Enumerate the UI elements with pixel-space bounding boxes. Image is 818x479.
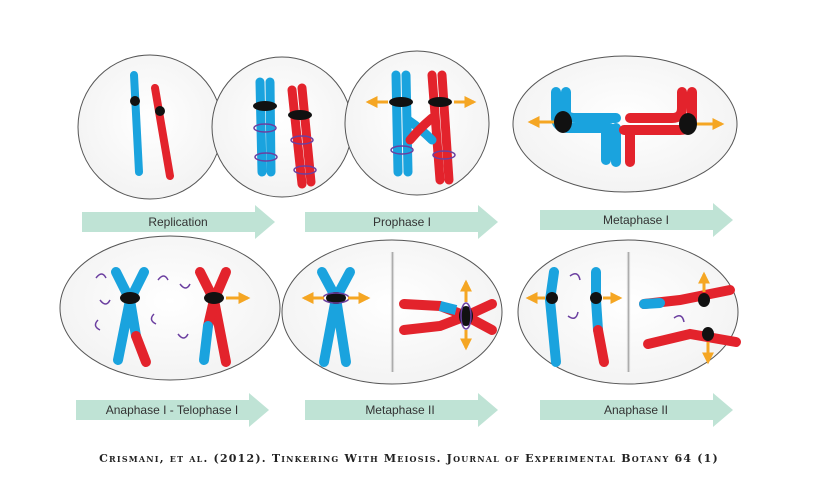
released-cohesin [95,273,107,279]
stage-label: Prophase I [373,215,431,229]
released-cohesin [99,299,111,305]
stage-label: Replication [148,215,207,229]
centromere [590,292,602,304]
stage-arrow-anaphase-i-telophase-i: Anaphase I - Telophase I [76,393,269,427]
blue-segment [438,301,458,315]
centromere [326,292,346,304]
cohesin-ring [460,302,472,330]
red-chromosome [151,84,174,180]
cohesin-ring [293,165,317,175]
cohesin-ring [254,152,278,162]
stage-arrow-anaphase-ii: Anaphase II [540,393,733,427]
centromere [679,113,697,135]
cell-anaphase-ii [517,239,741,385]
stage-arrow-metaphase-i: Metaphase I [540,203,733,237]
red-chromatid [399,299,497,335]
centromere [204,292,224,304]
blue-chromosome [130,71,143,176]
centromere [459,306,473,326]
centromere [288,110,312,120]
centromere [389,97,413,107]
blue-segment [639,298,665,309]
released-cohesin [177,333,189,339]
cohesin-ring [290,135,314,145]
red-segment [593,325,609,367]
cell-metaphase-i [512,55,738,193]
red-chromatid [437,70,454,185]
stage-label: Anaphase I - Telophase I [106,403,239,417]
red-chromatid [427,70,445,185]
cell-division-plane [626,252,631,372]
cohesin-ring [253,123,277,133]
released-cohesin [569,273,581,281]
centromere [155,106,165,116]
red-chromatid [643,328,741,349]
stage-label: Metaphase I [603,213,669,227]
blue-chromatid [391,70,403,177]
blue-chromatid [255,77,267,177]
centromere [554,111,572,133]
red-segment [131,331,151,367]
blue-segment [199,321,213,365]
centromere [698,293,710,307]
stage-arrow-metaphase-ii: Metaphase II [305,393,498,427]
released-cohesin [150,313,157,325]
released-cohesin [157,275,169,281]
citation: Crismani, et al. (2012). Tinkering With … [99,452,719,465]
stage-arrow-replication: Replication [82,205,275,239]
centromere [253,101,277,111]
crossover-chiasma [405,113,437,145]
cohesin-ring [390,145,414,155]
released-cohesin [567,311,579,319]
cell-prophase-i-crossover [344,50,490,196]
cell-replication [77,54,223,200]
stage-arrow-prophase-i: Prophase I [305,205,498,239]
released-cohesin [94,319,101,331]
released-cohesin [179,283,191,289]
released-cohesin [673,315,685,323]
cohesin-ring [432,150,456,160]
blue-chromatid [544,267,561,367]
centromere [702,327,714,341]
stage-label: Anaphase II [604,403,668,417]
cell-division-plane [390,252,395,372]
cell-metaphase-ii [281,239,503,385]
red-chromatid [625,87,687,123]
blue-chromatid [265,77,276,177]
centromere [546,292,558,304]
cell-prophase-i-early [211,56,353,198]
stage-label: Metaphase II [365,403,434,417]
centromere [130,96,140,106]
centromere [120,292,140,304]
centromere [428,97,452,107]
cell-anaphase-i-telophase-i [59,235,281,381]
